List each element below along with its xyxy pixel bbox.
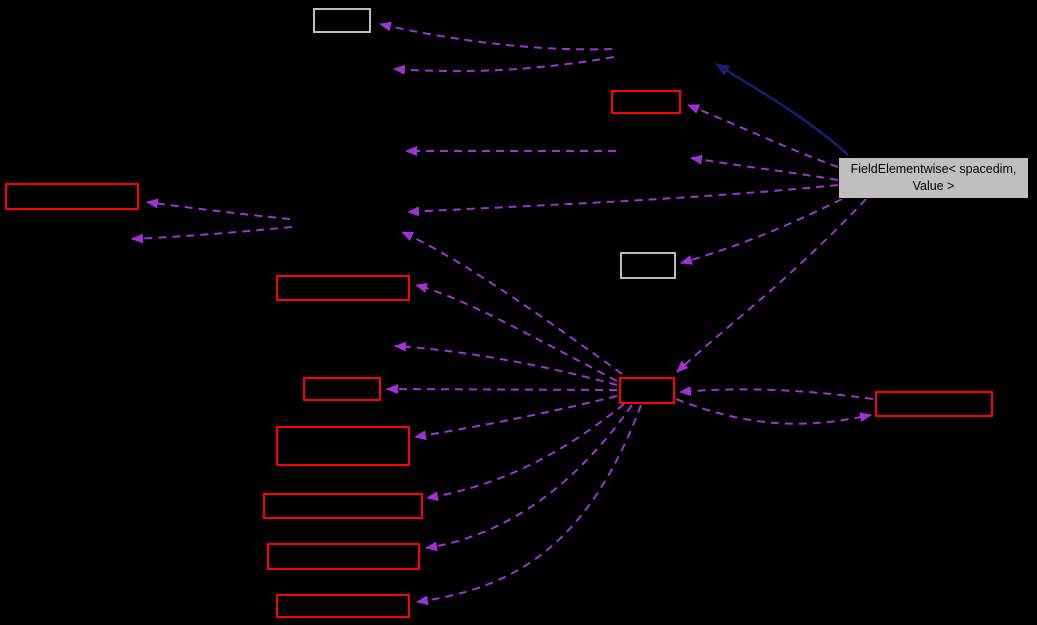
edge-hub-to-right-node (675, 398, 872, 425)
edge-main-to-hidden-mid-node (407, 184, 839, 217)
graph-node-upper-red[interactable] (611, 90, 681, 114)
edge-hidden-base-to-hidden-node-row2 (393, 56, 615, 75)
edge-hub-to-red-row6 (425, 404, 633, 552)
main-node-label-line2: Value > (912, 179, 955, 193)
edge-main-to-white-node (680, 198, 843, 265)
edge-inheritance-main-to-hidden-base (715, 62, 849, 156)
graph-node-red-tall[interactable] (276, 426, 410, 466)
edge-hub-to-hidden-row4 (394, 341, 618, 386)
graph-node-white-small[interactable] (620, 252, 676, 279)
graph-node-red-row1[interactable] (276, 275, 410, 301)
main-node-label-line1: FieldElementwise< spacedim, (850, 162, 1017, 177)
edge-hidden-mid-to-left-red-node (146, 198, 291, 220)
graph-node-red-row7[interactable] (276, 594, 410, 618)
edge-main-to-upper-red-node (687, 104, 839, 168)
edge-hub-to-red-row5 (426, 403, 625, 502)
edge-hub-to-red-small (386, 384, 618, 395)
edge-main-to-hidden-node-row3 (690, 154, 839, 181)
edge-hub-to-hidden-mid-node (401, 231, 623, 375)
edge-main-to-hub (676, 198, 867, 373)
graph-node-red-small[interactable] (303, 377, 381, 401)
graph-node-red-row6[interactable] (267, 543, 420, 570)
edge-hub-to-red-tall (414, 395, 618, 441)
edge-right-node-to-hub (679, 386, 874, 400)
graph-node-right-red[interactable] (875, 391, 993, 417)
edge-hidden-mid-to-hidden-lower-left (131, 226, 293, 244)
edge-hub-to-red-row7 (416, 404, 642, 606)
edge-hidden-base-to-top-node (379, 21, 613, 51)
main-node-field-elementwise[interactable]: FieldElementwise< spacedim, Value > (838, 157, 1029, 199)
graph-node-red-row5[interactable] (263, 493, 423, 519)
graph-node-top[interactable] (313, 8, 371, 33)
graph-node-hub[interactable] (619, 377, 675, 404)
graph-node-left-red[interactable] (5, 183, 139, 210)
